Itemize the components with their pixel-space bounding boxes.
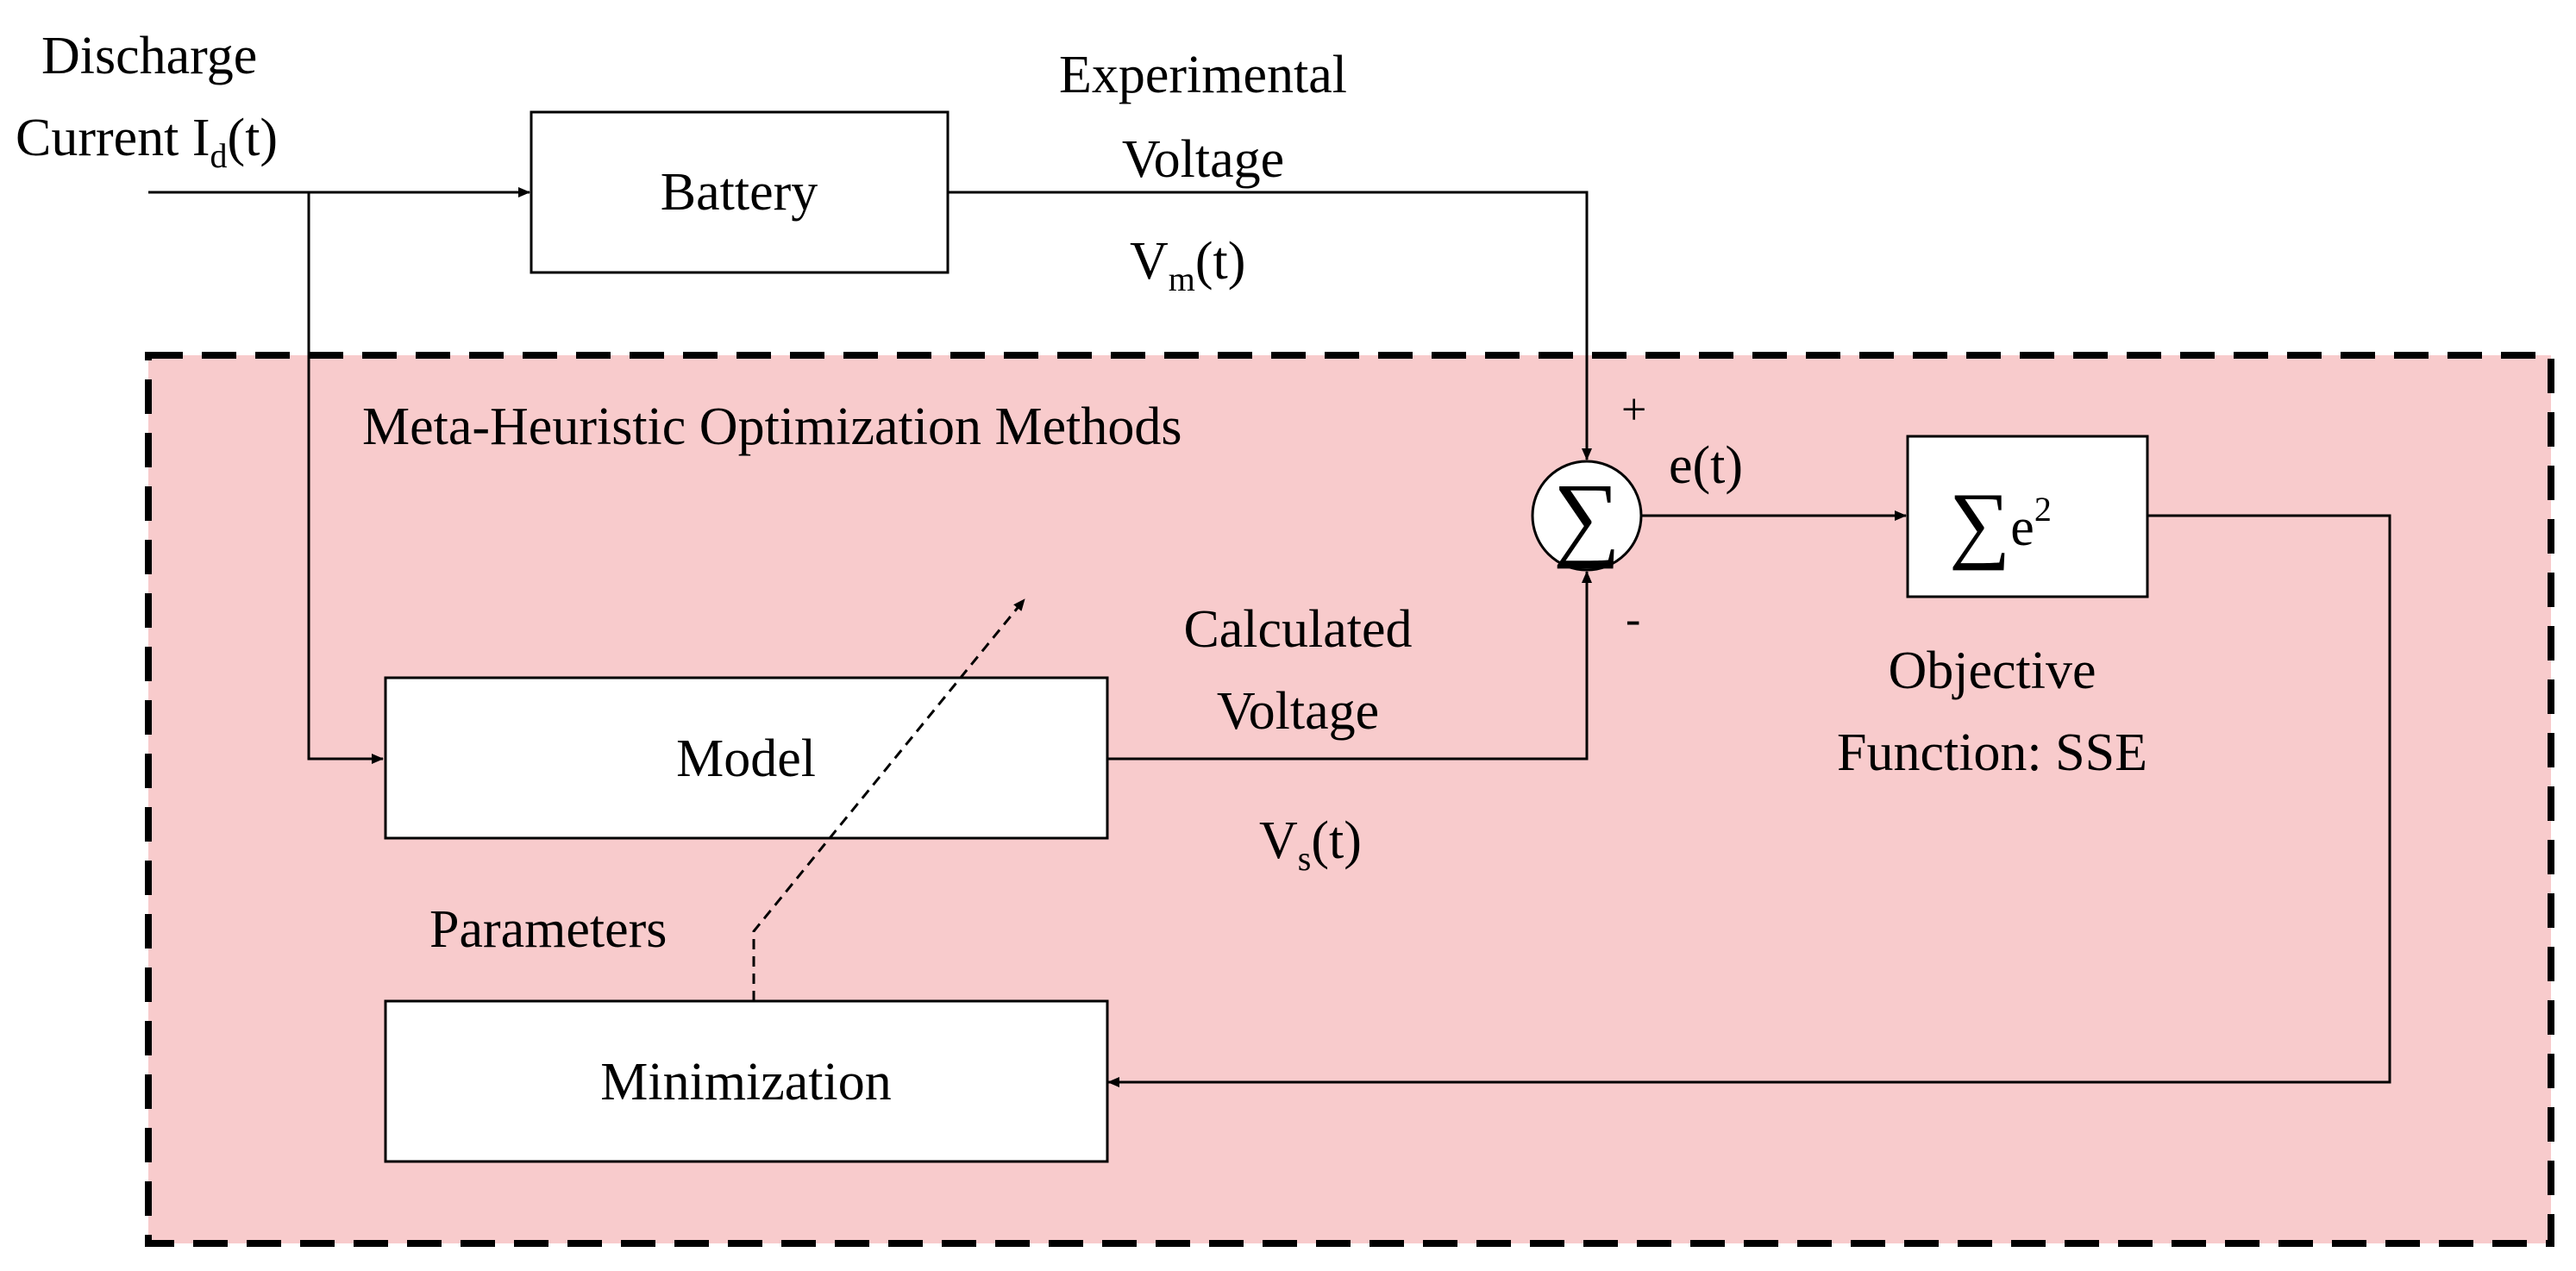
minimization-box [384,999,1109,1163]
objective-to-minimization-arrow [1107,514,2391,1087]
experimental-label-line2: Voltage [1122,130,1284,189]
objective-box [1906,435,2149,598]
battery-label: Battery [661,163,818,222]
minus-sign: - [1626,595,1640,644]
model-label: Model [676,729,816,788]
input-label-line2: Current Id(t) [16,109,278,175]
objective-label-line1: Objective [1888,642,2096,700]
calculated-label-line1: Calculated [1183,600,1412,659]
experimental-symbol: Vm(t) [1130,232,1245,298]
region-title: Meta-Heuristic Optimization Methods [362,398,1181,456]
model-to-sum-arrow [1107,571,1592,761]
battery-to-sum-arrow [948,191,1592,460]
error-label: e(t) [1669,436,1743,495]
summing-sigma: ∑ [1553,464,1620,569]
calculated-label-line2: Voltage [1217,682,1379,741]
objective-label-line2: Function: SSE [1837,723,2147,782]
parameters-label: Parameters [429,900,667,959]
input-to-model-arrow [307,192,384,764]
calculated-symbol: Vs(t) [1259,811,1362,878]
model-box [384,676,1109,840]
minimization-label: Minimization [600,1053,892,1111]
battery-box [530,110,950,274]
experimental-label-line1: Experimental [1059,46,1347,104]
parameters-adjust-arrow [752,598,1026,1001]
input-label-line1: Discharge [41,27,257,85]
plus-sign: + [1621,385,1646,435]
objective-sigma: ∑e2 [1949,475,2052,571]
